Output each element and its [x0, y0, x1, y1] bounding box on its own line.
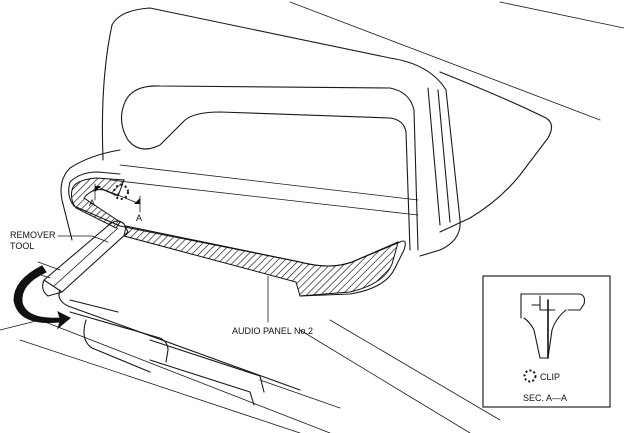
section-title: SEC. A—A	[523, 393, 567, 403]
clip-legend-icon	[523, 369, 537, 383]
section-marker-left: A	[89, 198, 95, 208]
section-a-markers: A A	[89, 183, 142, 223]
remover-tool-leader	[57, 235, 109, 243]
remover-tool-label: REMOVER TOOL	[10, 230, 58, 251]
section-inset: CLIP SEC. A—A	[482, 275, 611, 408]
lower-console	[31, 261, 341, 409]
curved-arrow-icon	[13, 265, 71, 330]
section-marker-right: A	[136, 213, 142, 223]
remover-tool	[42, 220, 129, 297]
audio-panel-hatched-edge	[71, 177, 399, 297]
dotted-circle-icon	[113, 184, 129, 200]
audio-panel-label: AUDIO PANEL No.2	[232, 326, 313, 336]
clip-label: CLIP	[540, 372, 560, 382]
meter-hood	[101, 7, 461, 257]
